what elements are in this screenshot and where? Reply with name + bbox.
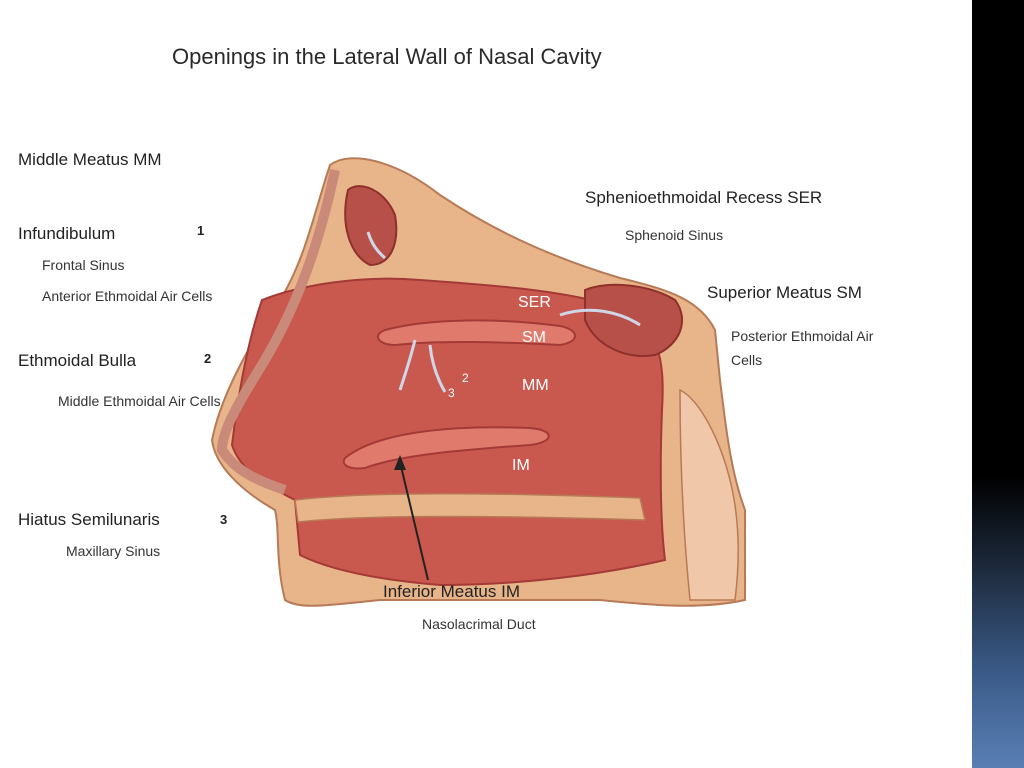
- hiatus-semilunaris-label: Hiatus Semilunaris: [18, 510, 160, 529]
- superior-meatus-heading: Superior Meatus SM: [707, 283, 862, 302]
- overlay-mm: MM: [522, 377, 549, 394]
- anterior-ethmoidal-label: Anterior Ethmoidal Air Cells: [42, 288, 213, 304]
- middle-ethmoidal-label: Middle Ethmoidal Air Cells: [58, 393, 221, 409]
- posterior-ethmoidal-label-line2: Cells: [731, 352, 763, 368]
- sphenoethmoidal-recess-heading: Sphenioethmoidal Recess SER: [585, 188, 823, 207]
- probe-ser: [559, 308, 641, 327]
- ethmoidal-bulla-label: Ethmoidal Bulla: [18, 351, 137, 370]
- frontal-sinus: [344, 185, 398, 267]
- infundibulum-label: Infundibulum: [18, 224, 116, 243]
- sphenoid-sinus-label: Sphenoid Sinus: [625, 227, 724, 243]
- nasolacrimal-duct-label: Nasolacrimal Duct: [422, 616, 536, 632]
- nasal-cavity-illustration: SER SM MM IM 2 3: [210, 157, 746, 607]
- overlay-number-3: 3: [448, 386, 455, 400]
- nose-skin: [216, 168, 340, 495]
- posterior-ethmoidal-label-line1: Posterior Ethmoidal Air: [731, 328, 874, 344]
- ethmoidal-bulla-number: 2: [204, 351, 212, 366]
- hard-palate: [294, 492, 646, 523]
- middle-meatus-heading: Middle Meatus MM: [18, 150, 162, 169]
- frontal-probe: [366, 231, 386, 260]
- overlay-sm: SM: [522, 329, 546, 346]
- inferior-meatus-heading: Inferior Meatus IM: [383, 582, 520, 601]
- probe-1: [398, 339, 417, 391]
- inferior-turbinate: [342, 426, 550, 470]
- overlay-number-2: 2: [462, 371, 469, 385]
- middle-turbinate: [377, 319, 576, 347]
- slide-side-bar: [972, 0, 1024, 768]
- probe-2: [428, 344, 447, 393]
- overlay-im: IM: [512, 457, 530, 474]
- slide: SER SM MM IM 2 3 Openings in the Lateral…: [18, 44, 874, 632]
- maxillary-sinus-label: Maxillary Sinus: [66, 543, 161, 559]
- nasolacrimal-pointer: [399, 461, 429, 581]
- hiatus-semilunaris-number: 3: [220, 512, 228, 527]
- pharynx-wall: [679, 388, 740, 601]
- frontal-sinus-label: Frontal Sinus: [42, 257, 125, 273]
- infundibulum-number: 1: [197, 223, 205, 238]
- slide-title: Openings in the Lateral Wall of Nasal Ca…: [172, 44, 602, 69]
- overlay-ser: SER: [518, 294, 551, 311]
- nasolacrimal-arrowhead: [394, 455, 406, 470]
